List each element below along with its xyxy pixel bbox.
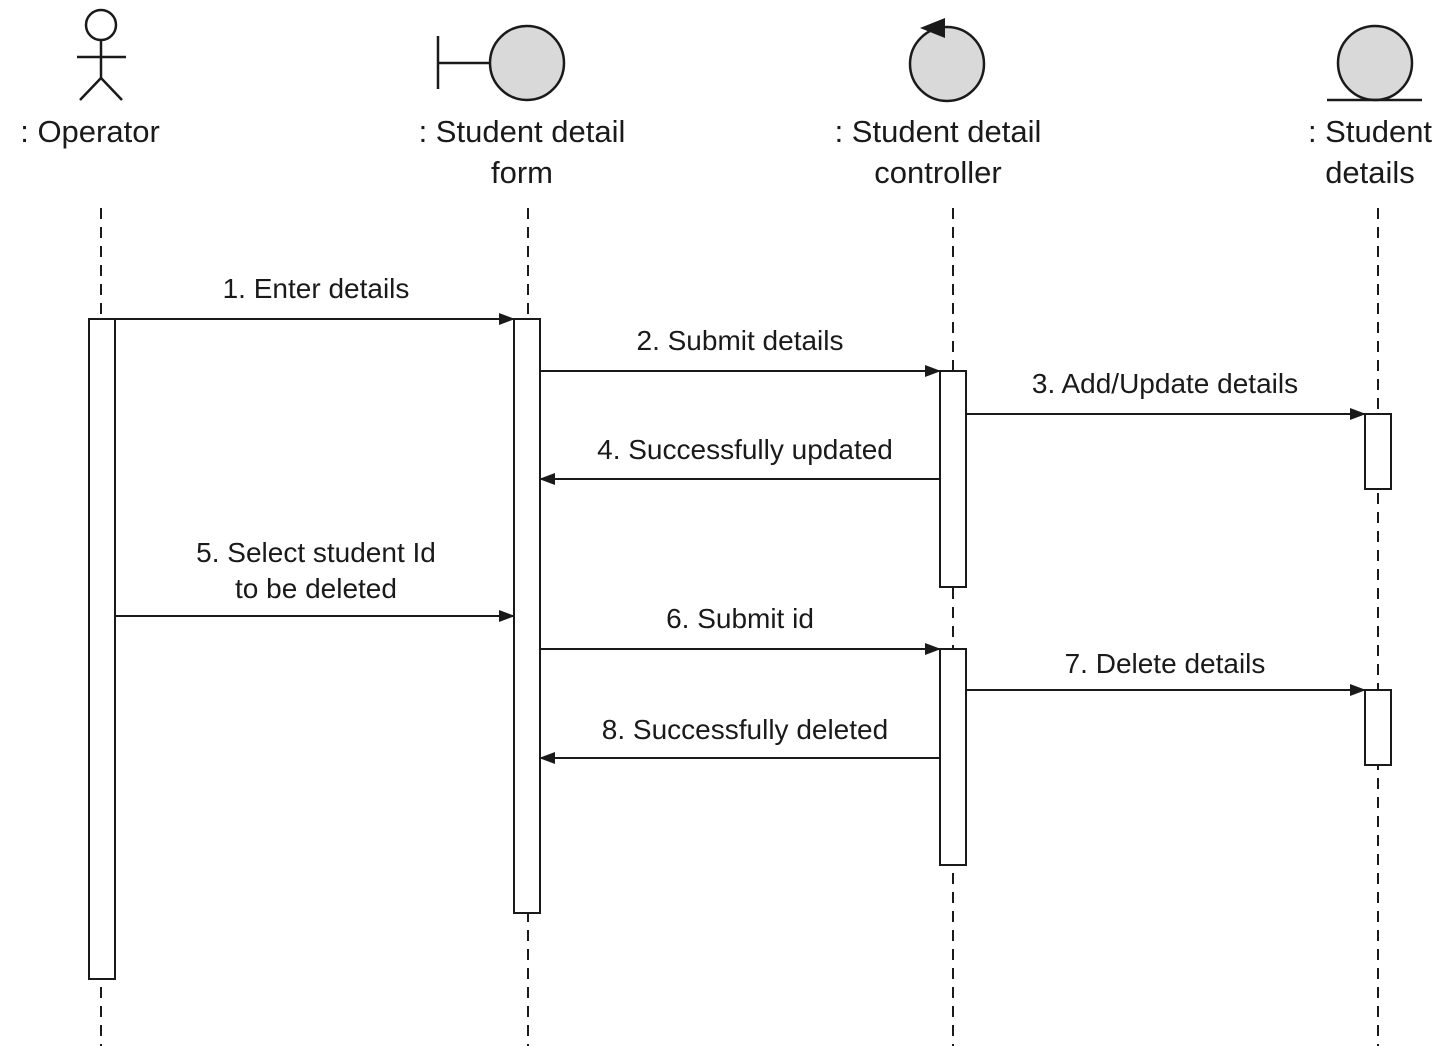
activation-operator — [88, 318, 116, 980]
message-label-7: 7. Delete details — [1065, 648, 1266, 679]
actor-icon — [77, 8, 126, 101]
participant-label-controller-line2: controller — [874, 155, 1002, 190]
participant-label-operator: : Operator — [20, 114, 160, 149]
message-label-2: 2. Submit details — [637, 325, 844, 356]
message-label-3: 3. Add/Update details — [1032, 368, 1298, 399]
entity-icon — [1327, 24, 1422, 102]
participant-label-controller: : Student detail — [835, 114, 1042, 149]
boundary-icon — [436, 24, 566, 102]
activation-form — [513, 318, 541, 914]
message-label-1: 1. Enter details — [223, 273, 410, 304]
control-icon — [908, 18, 986, 103]
participant-label-entity-line2: details — [1325, 155, 1415, 190]
participant-label-entity: : Student — [1308, 114, 1432, 149]
message-label-5: 5. Select student Id — [196, 537, 436, 568]
message-label-6: 6. Submit id — [666, 603, 814, 634]
activation-entity-2 — [1364, 689, 1392, 766]
participant-label-form: : Student detail — [419, 114, 626, 149]
activation-entity-1 — [1364, 413, 1392, 490]
message-label-5-line2: to be deleted — [235, 573, 397, 604]
activation-controller-1 — [939, 370, 967, 588]
message-label-8: 8. Successfully deleted — [602, 714, 888, 745]
participant-label-form-line2: form — [491, 155, 553, 190]
activation-controller-2 — [939, 648, 967, 866]
message-label-4: 4. Successfully updated — [597, 434, 893, 465]
